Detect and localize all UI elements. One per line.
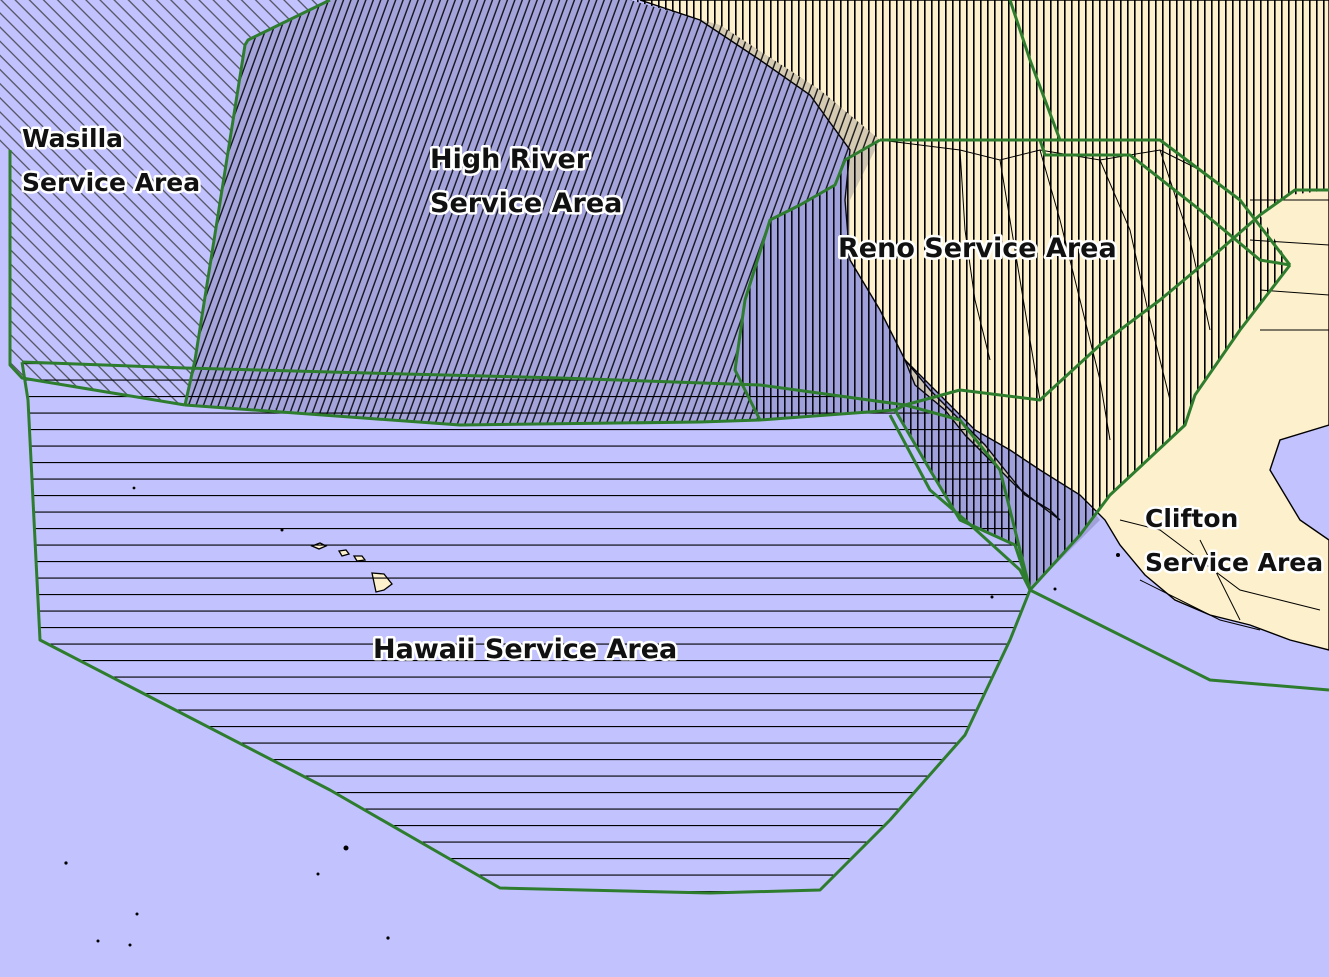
hawaii-label: Hawaii Service Area	[373, 634, 677, 665]
high-river-area-hatch	[185, 0, 880, 425]
high-river-reno-border	[733, 138, 881, 421]
islands	[64, 486, 1120, 947]
reno-area-hatch	[630, 0, 1329, 590]
high-river-area-tint	[185, 0, 880, 425]
wasilla-area-hatch	[0, 0, 330, 405]
reno-north-border	[880, 138, 1292, 266]
reno-northeast-spike	[1008, 0, 1062, 141]
reno-east-border	[904, 188, 1329, 407]
wasilla-boundary	[8, 150, 186, 407]
wasilla-high-river-border	[183, 0, 331, 406]
reno-label: Reno Service Area	[838, 233, 1117, 264]
reno-coastal-tint	[735, 140, 1100, 590]
clifton-southern-border	[1029, 588, 1329, 692]
reno-southeast-border	[1028, 264, 1292, 592]
hawaii-boundary	[20, 360, 1032, 895]
hawaii-inner-border	[888, 414, 1032, 591]
high-river-south-border	[184, 403, 906, 427]
service-area-boundaries	[8, 0, 1329, 895]
reno-inner-border	[1038, 139, 1291, 267]
reno-coastal-border	[893, 409, 1032, 591]
